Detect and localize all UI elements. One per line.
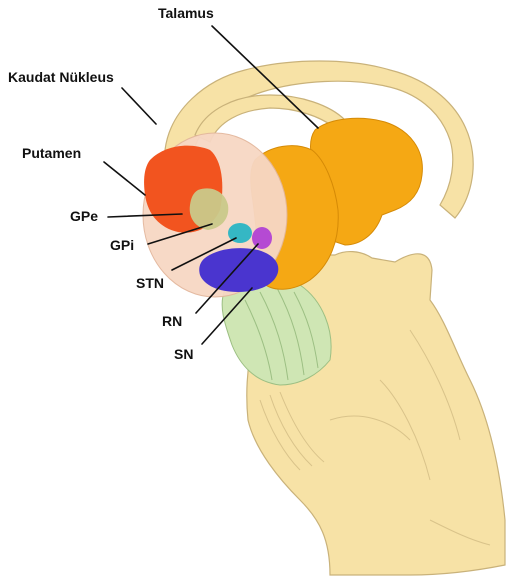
sn-label: SN [174,346,193,362]
rn-shape [252,227,272,249]
kaudat-label: Kaudat Nükleus [8,69,114,85]
gpe-label: GPe [70,208,98,224]
rn-label: RN [162,313,182,329]
stn-label: STN [136,275,164,291]
putamen-leader [104,162,145,195]
talamus-label: Talamus [158,5,214,21]
sn-shape [199,248,278,292]
putamen-label: Putamen [22,145,81,161]
gpi-label: GPi [110,237,134,253]
kaudat-leader [122,88,156,124]
